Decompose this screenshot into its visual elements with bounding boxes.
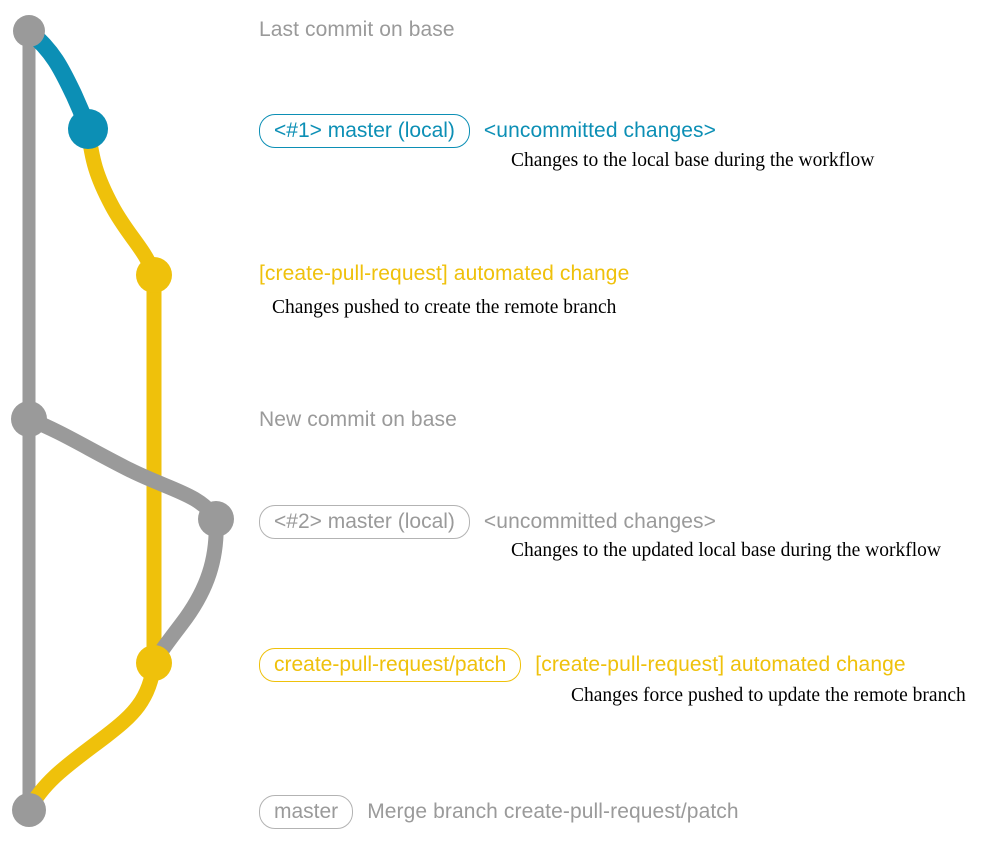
edge-base-to-local-2: [21, 411, 224, 527]
commit-title-automated-change-1: [create-pull-request] automated change: [259, 262, 630, 285]
edge-base-to-local-1: [20, 22, 97, 138]
commit-row-automated-change-2: create-pull-request/patch [create-pull-r…: [259, 648, 906, 682]
node-new-commit-on-base[interactable]: [11, 401, 47, 437]
edge-local-2-to-remote-2: [146, 511, 224, 671]
branch-pill-master[interactable]: master: [259, 795, 354, 829]
edge-remote-2-to-merge: [21, 655, 162, 818]
commit-title-local-change-2: <uncommitted changes>: [483, 510, 716, 533]
branch-pill-create-pull-request-patch[interactable]: create-pull-request/patch: [259, 648, 522, 682]
commit-title-new-commit-on-base: New commit on base: [259, 408, 457, 431]
commit-title-last-commit-on-base: Last commit on base: [259, 18, 455, 41]
node-automated-change-1[interactable]: [136, 257, 172, 293]
branch-pill-master-local-2[interactable]: <#2> master (local): [259, 505, 470, 539]
commit-row-local-change-2: <#2> master (local) <uncommitted changes…: [259, 505, 716, 539]
commit-title-local-change-1: <uncommitted changes>: [483, 119, 716, 142]
branch-pill-master-local-1[interactable]: <#1> master (local): [259, 114, 470, 148]
node-automated-change-2[interactable]: [136, 645, 172, 681]
commit-description-local-change-2: Changes to the updated local base during…: [511, 540, 941, 561]
edge-local-1-to-remote-1: [80, 121, 162, 283]
node-last-commit-on-base[interactable]: [13, 15, 45, 47]
commit-row-new-commit-on-base: New commit on base: [259, 408, 457, 432]
commit-description-automated-change-1: Changes pushed to create the remote bran…: [272, 297, 617, 318]
commit-row-merge-commit: master Merge branch create-pull-request/…: [259, 795, 739, 829]
commit-title-merge-commit: Merge branch create-pull-request/patch: [367, 800, 739, 823]
node-local-change-2[interactable]: [198, 501, 234, 537]
node-local-change-1[interactable]: [68, 109, 108, 149]
commit-row-last-commit-on-base: Last commit on base: [259, 18, 455, 42]
node-merge-commit[interactable]: [12, 793, 46, 827]
commit-row-automated-change-1: [create-pull-request] automated change: [259, 262, 629, 286]
commit-description-automated-change-2: Changes force pushed to update the remot…: [571, 685, 966, 706]
commit-description-local-change-1: Changes to the local base during the wor…: [511, 150, 875, 171]
commit-row-local-change-1: <#1> master (local) <uncommitted changes…: [259, 114, 716, 148]
commit-title-automated-change-2: [create-pull-request] automated change: [535, 653, 906, 676]
